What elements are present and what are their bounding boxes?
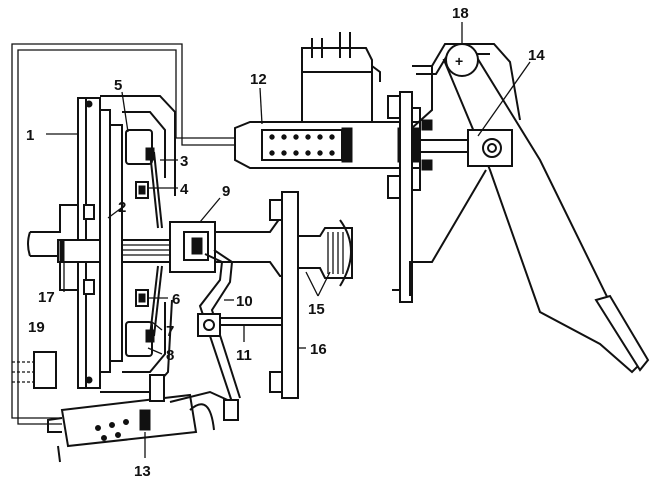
pivot-rings [135,181,149,307]
hydraulic-line [11,43,235,425]
label-11: 11 [236,347,252,364]
hub-bolts [83,204,95,295]
label-5: 5 [114,77,122,94]
label-18: 18 [452,5,469,22]
label-4: 4 [180,181,189,198]
label-14: 14 [528,47,545,64]
label-9: 9 [222,183,230,200]
clutch-pedal: + [442,43,650,374]
master-cylinder [234,119,472,171]
label-7: 7 [166,323,174,340]
label-17: 17 [38,289,55,306]
sensor-box [12,351,57,389]
release-bearing [169,221,216,273]
slave-cylinder [47,374,239,463]
label-10: 10 [236,293,253,310]
part-labels: 1 2 3 4 5 6 7 8 9 10 11 12 13 14 15 16 1… [26,5,545,480]
pressure-plate [99,95,176,393]
label-6: 6 [172,291,180,308]
label-12: 12 [250,71,267,88]
svg-text:+: + [455,53,463,69]
label-15: 15 [308,301,325,318]
fluid-reservoir [301,32,381,123]
pushrod-clevis [440,129,513,167]
label-19: 19 [28,319,45,336]
label-2: 2 [118,199,126,216]
label-3: 3 [180,153,188,170]
label-1: 1 [26,127,34,144]
label-8: 8 [166,347,174,364]
gear-teeth [297,219,353,287]
label-16: 16 [310,341,327,358]
label-13: 13 [134,463,151,480]
gearbox-housing [215,191,299,399]
bulkhead-bracket [387,91,421,303]
leader-lines [46,22,531,458]
release-fork [197,249,282,403]
